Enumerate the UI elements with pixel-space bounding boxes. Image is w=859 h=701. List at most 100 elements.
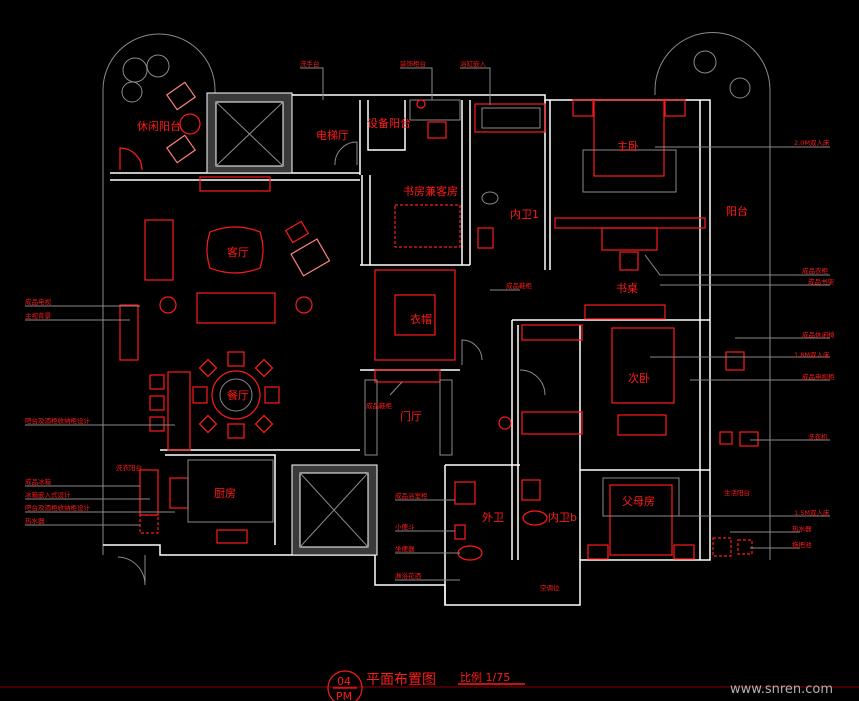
bookshelf — [584, 304, 666, 320]
wardrobe — [521, 411, 583, 435]
washbasin — [477, 227, 494, 249]
desk — [409, 99, 461, 121]
annotation: 拖把池 — [792, 540, 812, 549]
fridge — [169, 477, 189, 509]
annotation: 成品鞋柜 — [506, 281, 533, 290]
main-sofa — [196, 292, 276, 324]
coffee-table — [206, 226, 264, 274]
leader-lines — [25, 67, 830, 581]
second-bed — [611, 327, 675, 404]
side-table — [159, 296, 177, 314]
lounge-chair — [165, 134, 197, 164]
room-label: 餐厅 — [227, 388, 249, 402]
room-label: 洗衣阳台 — [116, 463, 142, 472]
washing-machine — [719, 431, 733, 445]
room-label: 门厅 — [400, 409, 422, 423]
bar-stools — [149, 374, 165, 432]
washbasin — [521, 479, 541, 501]
bar-counter — [167, 371, 191, 451]
door-swing — [117, 555, 146, 586]
dining-table — [211, 370, 261, 420]
leisure-chair — [725, 351, 745, 371]
annotation: 成品浴室柜 — [395, 491, 428, 500]
urinal — [454, 524, 466, 540]
annotation: 成品休闲椅 — [802, 330, 835, 339]
side-table — [295, 296, 313, 314]
watermark: www.snren.com — [730, 682, 833, 697]
annotation-labels: 洗手台 装饰柜台 浴缸嵌入 2.0M双人床 成品衣柜 成品书架 成品休闲椅 1.… — [25, 59, 835, 580]
bedside-table — [587, 544, 609, 560]
drawing-number-circle — [327, 670, 363, 701]
annotation: 1.5M双人床 — [794, 508, 830, 517]
room-labels: 休闲阳台 电梯厅 设备阳台 书房兼客房 客厅 内卫1 主卧 阳台 书桌 衣帽 门… — [116, 116, 750, 592]
annotation: 成品电视柜 — [802, 372, 835, 381]
room-label: 内卫1 — [510, 207, 539, 221]
annotation: 冰箱嵌入式设计 — [25, 490, 71, 499]
tv-cabinet — [617, 414, 667, 436]
annotation: 洗衣机 — [808, 432, 828, 441]
master-wardrobe — [554, 217, 706, 229]
room-label: 主卧 — [617, 140, 639, 153]
side-table — [179, 113, 201, 135]
room-label: 书房兼客房 — [403, 184, 458, 198]
room-label: 外卫 — [482, 511, 504, 524]
wardrobe — [521, 324, 583, 341]
bathtub — [474, 103, 546, 133]
annotation: 淋浴花洒 — [395, 571, 422, 580]
toilet — [481, 191, 499, 205]
balcony-arc-right — [654, 32, 771, 560]
door-swing — [519, 369, 546, 396]
tv-cabinet — [119, 304, 139, 361]
tv-unit — [199, 176, 271, 192]
room-label: 客厅 — [227, 245, 249, 259]
lamp-icon — [416, 99, 426, 109]
bedside-table — [664, 99, 686, 117]
room-label: 休闲阳台 — [137, 119, 181, 133]
dining-chairs — [192, 351, 280, 439]
drawing-title: 平面布置图 — [366, 672, 436, 688]
drawing-scale: 比例 1/75 — [460, 670, 510, 684]
rug — [602, 477, 680, 517]
sofa-left — [144, 219, 174, 281]
annotation: 主视背景 — [25, 311, 52, 320]
annotation: 浴缸嵌入 — [460, 59, 487, 68]
elevator-x — [215, 101, 284, 167]
water-heater — [139, 514, 159, 534]
rug — [582, 149, 677, 193]
bedside-table — [572, 99, 594, 117]
annotation: 1.8M双人床 — [794, 350, 830, 359]
stove — [216, 529, 248, 544]
room-label: 设备阳台 — [367, 116, 411, 130]
guest-bed — [394, 204, 461, 248]
wall — [359, 100, 551, 270]
foyer-cabinet — [374, 369, 441, 383]
annotation: 洗手台 — [300, 59, 320, 68]
room-label: 书桌 — [616, 282, 638, 295]
room-label: 电梯厅 — [316, 129, 349, 142]
cloakroom-island — [394, 294, 436, 336]
annotation: 热水器 — [792, 524, 812, 533]
parents-bed — [609, 484, 673, 556]
wall — [160, 449, 360, 545]
annotation: 成品冰箱 — [25, 477, 52, 486]
leisure-balcony-arc — [102, 33, 216, 555]
water-heater — [712, 537, 732, 557]
annotation: 小便斗 — [395, 522, 415, 531]
annotation: 成品鞋柜 — [366, 401, 393, 410]
master-bed — [593, 99, 665, 177]
annotation: 成品电视 — [25, 297, 52, 306]
annotation: 2.0M双人床 — [794, 138, 830, 147]
room-label: 厨房 — [214, 487, 236, 500]
annotation: 成品书架 — [808, 277, 835, 286]
annotation: 吧台及酒柜收纳柜设计 — [25, 503, 91, 512]
lounge-chair — [165, 81, 197, 111]
washbasin — [454, 481, 476, 505]
lamp-icon — [498, 416, 512, 430]
door-swing — [461, 339, 483, 365]
wall — [511, 100, 710, 560]
room-label: 衣帽 — [410, 312, 432, 326]
chair — [427, 121, 447, 139]
laundry-machine — [139, 469, 159, 516]
plant-icon — [121, 54, 170, 103]
